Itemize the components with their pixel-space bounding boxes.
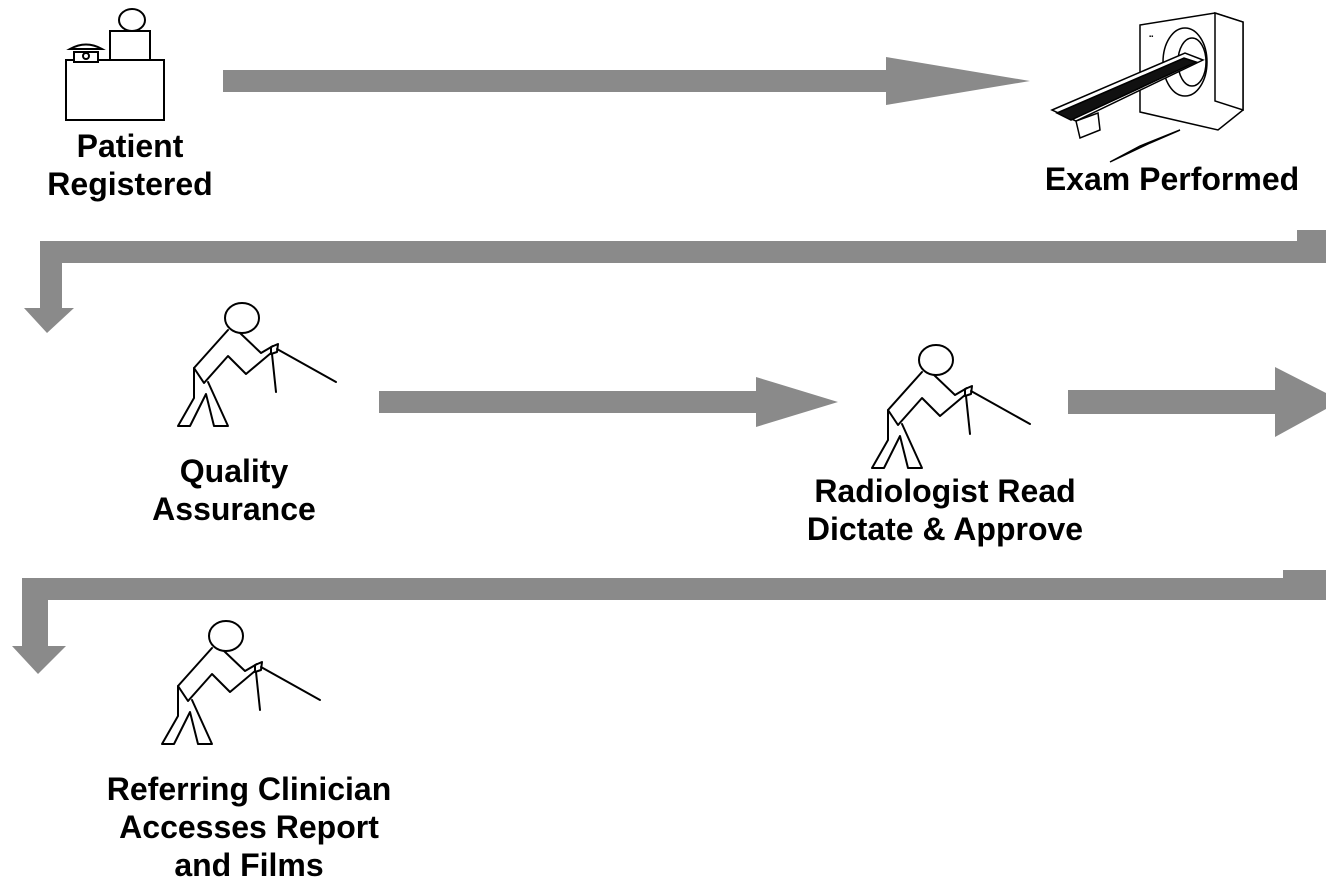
qa-person-icon [177, 302, 337, 427]
clinician-person-icon [161, 620, 321, 745]
step-label-exam-performed: Exam Performed [1044, 161, 1300, 197]
ct-scanner-icon: ▪▪ [1050, 11, 1244, 163]
arrow-qa-to-radiologist [379, 377, 838, 427]
arrow-radiologist-exit [1068, 367, 1326, 437]
arrow-registered-to-exam [223, 57, 1030, 105]
receptionist-desk-icon [65, 8, 165, 121]
svg-text:▪▪: ▪▪ [1149, 34, 1153, 40]
arrow-radiologist-to-clinician [12, 570, 1326, 674]
arrow-exam-to-qa [24, 230, 1326, 333]
radiologist-person-icon [871, 344, 1031, 469]
